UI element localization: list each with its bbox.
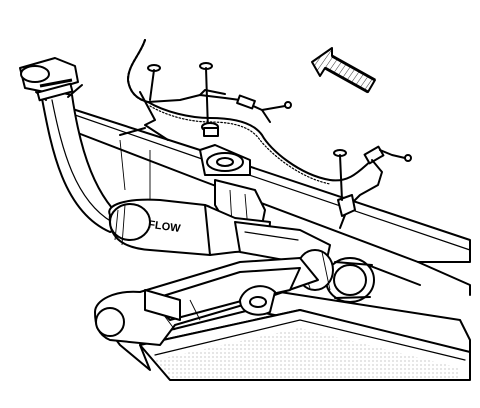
tailpipe-muffler: [94, 257, 319, 346]
exhaust-hanger: [239, 285, 276, 316]
mounting-bolts: [147, 62, 347, 201]
bolt-4: [201, 122, 219, 137]
bolt-3: [333, 149, 347, 201]
bolt-1: [147, 64, 161, 101]
flow-stamp: FLOW: [147, 219, 181, 235]
pipe-flange-right: [296, 249, 375, 303]
exhaust-pipe: [19, 57, 131, 233]
bolt-2: [199, 62, 213, 131]
front-of-vehicle-arrow: [311, 47, 376, 94]
oxygen-sensor-harness: [119, 39, 412, 206]
